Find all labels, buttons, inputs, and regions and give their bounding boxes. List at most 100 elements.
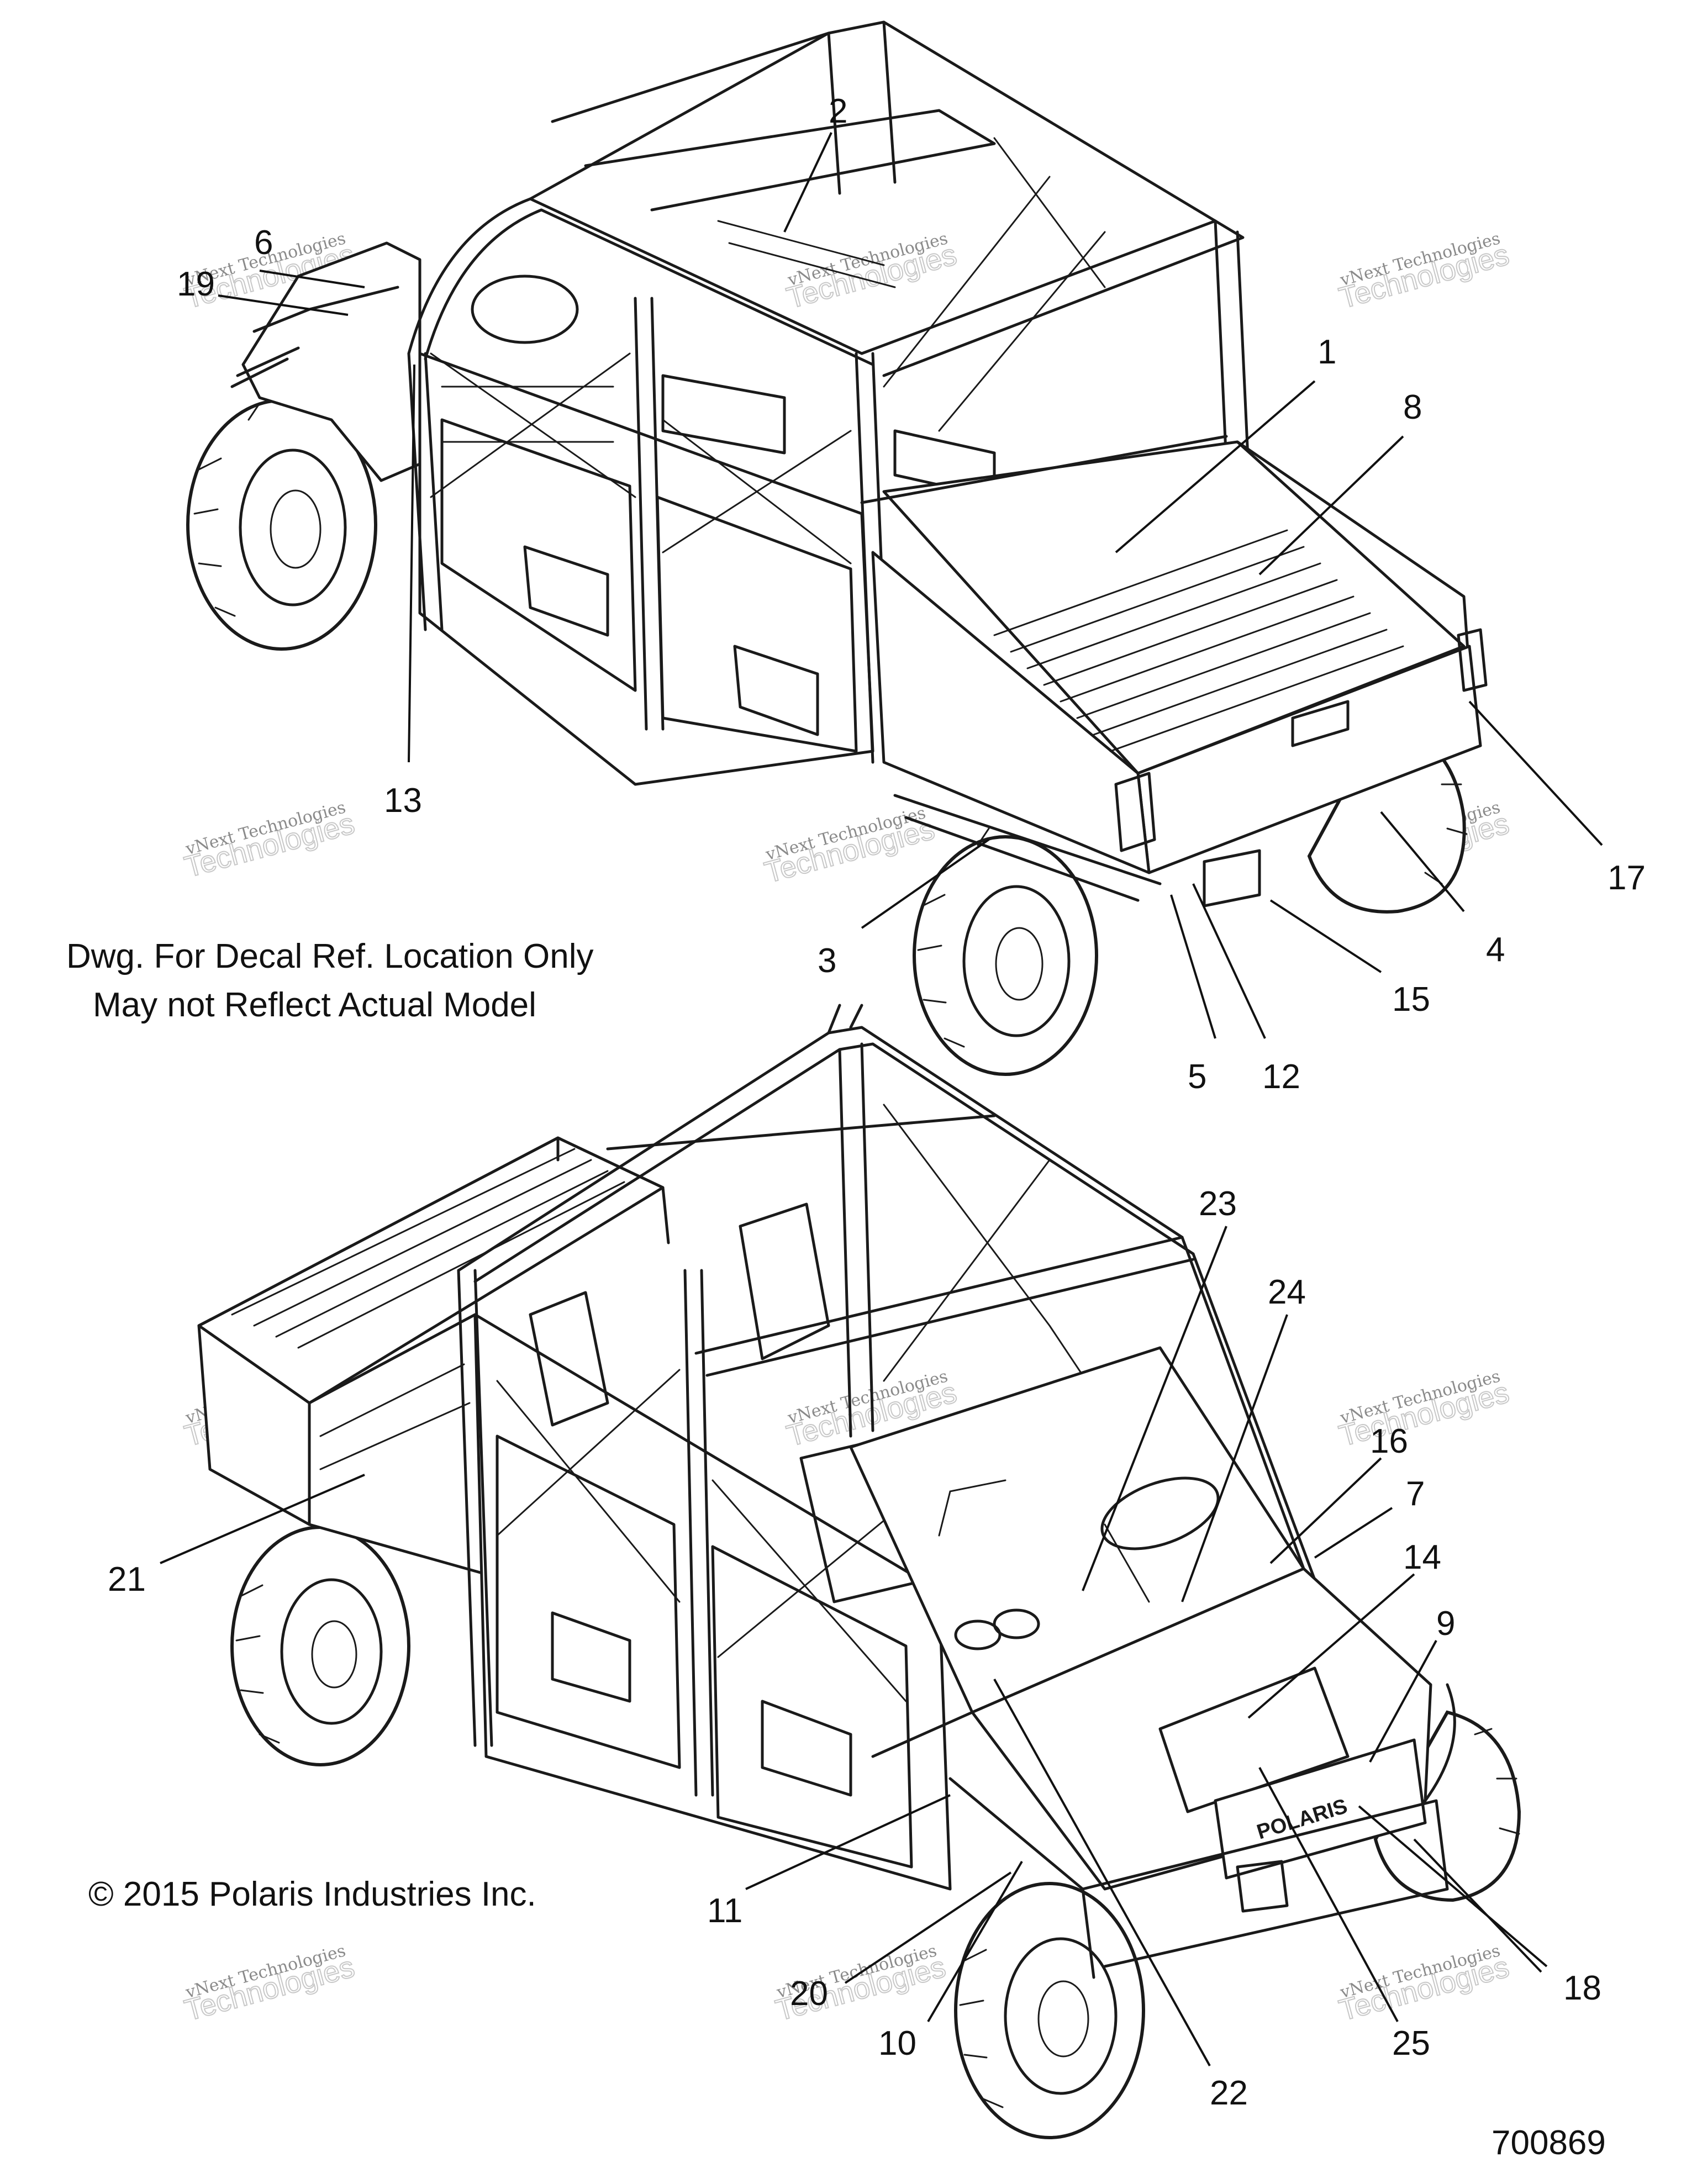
leader-7 xyxy=(1314,1507,1393,1559)
hub xyxy=(1037,1980,1089,2058)
callout-21: 21 xyxy=(108,1560,146,1599)
tail-light-left xyxy=(1114,772,1156,852)
leader-19 xyxy=(218,294,349,316)
cage-side-rail-inner xyxy=(473,1042,1195,1283)
brush-guard xyxy=(1424,1683,1456,1802)
rear-door xyxy=(496,1434,681,1769)
cage-roof-crossbar xyxy=(584,109,996,212)
cage-side-rail xyxy=(407,197,863,355)
callout-2: 2 xyxy=(829,92,847,130)
hood-panel xyxy=(1158,1666,1350,1813)
cup-holder xyxy=(993,1608,1040,1639)
callout-25: 25 xyxy=(1392,2024,1430,2062)
vehicle-front-view: POLARIS xyxy=(197,1004,1521,2139)
callout-9: 9 xyxy=(1436,1605,1455,1643)
door-handle-recess xyxy=(733,645,819,736)
callout-14: 14 xyxy=(1403,1538,1441,1576)
hitch-receiver xyxy=(1203,849,1261,908)
cage-rear-pillar xyxy=(457,1269,493,1747)
watermark: Technologies vNext Technologies xyxy=(181,798,359,884)
dash-lines xyxy=(717,220,896,288)
seat-base xyxy=(661,374,786,455)
rim xyxy=(280,1578,383,1725)
leader-24 xyxy=(1181,1314,1288,1602)
hub xyxy=(995,927,1044,1001)
callout-11: 11 xyxy=(707,1892,742,1930)
door-net xyxy=(430,352,852,565)
leader-6 xyxy=(259,270,365,288)
callout-19: 19 xyxy=(177,265,215,303)
callout-23: 23 xyxy=(1199,1185,1237,1223)
leader-5 xyxy=(1170,894,1216,1039)
hub xyxy=(270,489,322,569)
callout-7: 7 xyxy=(1406,1475,1425,1513)
leader-13 xyxy=(408,364,415,763)
seat-back xyxy=(739,1202,830,1360)
callout-6: 6 xyxy=(254,224,273,262)
leader-12 xyxy=(1192,883,1266,1039)
tail-light-right xyxy=(1457,628,1488,692)
rim xyxy=(962,885,1071,1037)
cage-front-pillar xyxy=(1180,1236,1316,1581)
drawing-number: 700869 xyxy=(1492,2124,1606,2162)
windshield-header xyxy=(551,31,830,123)
winch-plate xyxy=(1236,1860,1289,1913)
front-door xyxy=(440,418,637,692)
front-bumper-bar xyxy=(230,346,300,388)
wheel-front-left xyxy=(954,1882,1145,2139)
cage-rear-center-pillar xyxy=(838,1042,874,1438)
bed-floor-ribs xyxy=(993,529,1404,752)
wheel-front-right xyxy=(1373,1710,1521,1902)
tire-tread xyxy=(193,391,316,617)
leader-20 xyxy=(844,1871,1012,1984)
callouts: 2 6 19 1 8 13 17 3 4 15 5 12 23 24 16 7 … xyxy=(108,92,1646,2112)
watermark: Technologies vNext Technologies xyxy=(783,229,961,315)
seat-back xyxy=(529,1291,609,1427)
front-door xyxy=(711,1545,913,1869)
cage-side-rail-inner xyxy=(424,208,874,366)
note-line-1: Dwg. For Decal Ref. Location Only xyxy=(66,937,594,975)
leader-17 xyxy=(1468,700,1603,846)
callout-3: 3 xyxy=(818,942,836,980)
note-line-2: May not Reflect Actual Model xyxy=(93,986,536,1024)
callout-17: 17 xyxy=(1608,859,1646,897)
tire-tread xyxy=(1474,1728,1520,1835)
cage-front-right-pillar xyxy=(827,20,897,195)
front-fender-edge xyxy=(948,1777,1095,1979)
tire-tread xyxy=(959,1949,1004,2108)
tailgate-latch xyxy=(1291,700,1350,747)
leader-22 xyxy=(993,1679,1211,2066)
callout-4: 4 xyxy=(1486,931,1505,969)
cage-front-crossbar xyxy=(694,1236,1195,1377)
leader-21 xyxy=(160,1474,365,1564)
leader-3 xyxy=(861,838,990,929)
vehicle-rear-view xyxy=(186,20,1488,1076)
door-handle-recess xyxy=(523,545,609,637)
bed-wall-ribs xyxy=(231,1148,625,1349)
callout-13: 13 xyxy=(384,782,422,820)
callout-8: 8 xyxy=(1403,388,1422,426)
steering-column xyxy=(1104,1523,1150,1603)
cage-rear-crossbar xyxy=(860,219,1245,377)
callout-24: 24 xyxy=(1268,1273,1306,1311)
rear-frame xyxy=(893,794,1162,902)
cage-mid-pillar xyxy=(683,1269,714,1797)
callout-12: 12 xyxy=(1262,1058,1300,1096)
callout-5: 5 xyxy=(1188,1058,1206,1096)
cage-front-pillar xyxy=(407,352,444,631)
callout-20: 20 xyxy=(790,1975,828,2013)
hub xyxy=(311,1620,357,1689)
tire xyxy=(1373,1710,1521,1902)
tire-tread xyxy=(917,827,990,1048)
bed-front-wall xyxy=(556,1136,670,1244)
bed-front-wall xyxy=(860,435,1228,504)
leader-18a xyxy=(1358,1805,1548,1967)
rim xyxy=(1004,1937,1118,2095)
callout-15: 15 xyxy=(1392,980,1430,1019)
cage-roof-antenna xyxy=(827,1004,863,1035)
watermark: Technologies vNext Technologies xyxy=(761,803,939,890)
tire xyxy=(913,835,1098,1076)
cup-holder xyxy=(954,1619,1002,1650)
